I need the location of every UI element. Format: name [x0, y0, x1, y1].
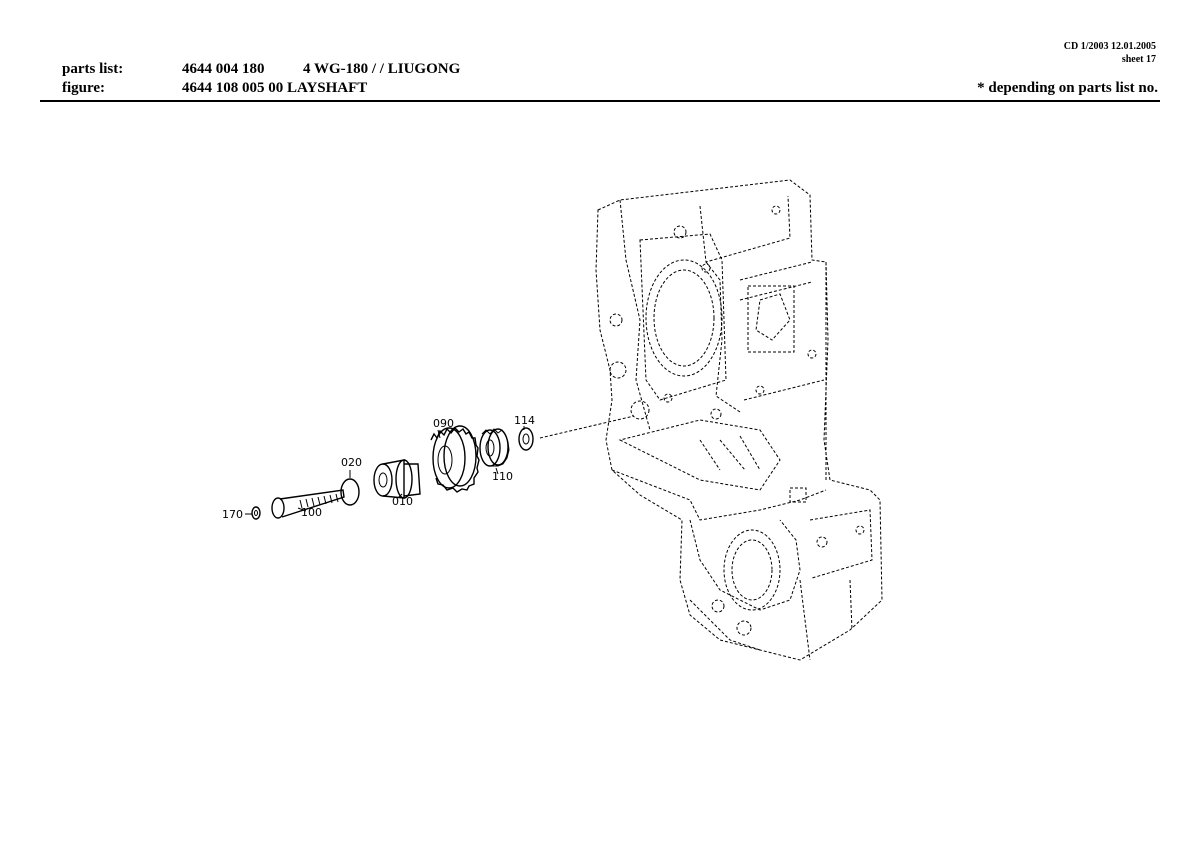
callout-020: 020	[341, 456, 362, 469]
gear-part-090	[430, 425, 480, 493]
parts-list-model: 4 WG-180 / / LIUGONG	[303, 61, 461, 77]
callout-090: 090	[433, 417, 454, 430]
parts-list-label: parts list:	[62, 61, 124, 77]
o-ring-part-020	[340, 470, 360, 506]
bolt-part-100	[271, 489, 345, 519]
callout-170: 170	[222, 508, 243, 521]
washer-part-170	[245, 506, 261, 520]
header-rule	[40, 100, 1160, 102]
figure-number: 4644 108 005 00 LAYSHAFT	[182, 80, 368, 96]
shaft-centerline	[539, 415, 635, 439]
callout-010: 010	[392, 495, 413, 508]
callout-100: 100	[301, 506, 322, 519]
cd-date-info: CD 1/2003 12.01.2005	[1063, 41, 1156, 52]
figure-label: figure:	[62, 80, 106, 96]
parts-list-number: 4644 004 180	[182, 61, 265, 77]
callout-110: 110	[492, 470, 513, 483]
washer-part-114	[518, 426, 534, 451]
sheet-number: sheet 17	[1121, 54, 1156, 65]
transmission-housing	[595, 179, 883, 661]
parts-list-note: * depending on parts list no.	[977, 80, 1158, 96]
bearing-part-110	[479, 428, 510, 475]
callout-114: 114	[514, 414, 535, 427]
sleeve-part-010	[373, 459, 421, 499]
